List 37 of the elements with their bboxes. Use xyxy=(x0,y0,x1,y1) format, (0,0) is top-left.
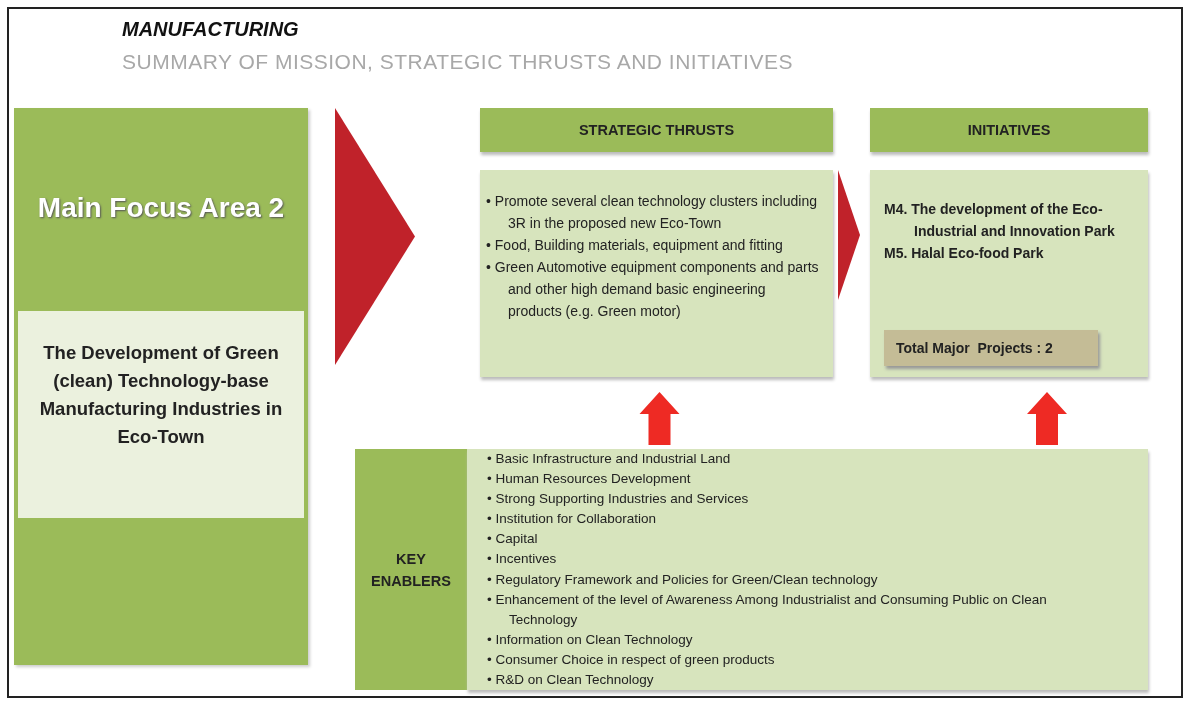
enablers-label-box xyxy=(355,449,467,690)
focus-area-panel xyxy=(14,108,308,665)
enabler-item: • Capital xyxy=(487,530,539,549)
page-subtitle: SUMMARY OF MISSION, STRATEGIC THRUSTS AND INITIATIVES xyxy=(122,50,793,74)
thrust-item: • Green Automotive equipment components and parts and other high demand basic engineering products (e.g. Green motor) xyxy=(486,258,820,321)
total-projects-text: Total Major Projects : 2 xyxy=(896,340,1053,356)
chevron-arrow xyxy=(838,170,860,300)
chevron-arrow xyxy=(335,108,415,365)
enablers-list-box xyxy=(467,449,1148,690)
enabler-item: • Basic Infrastructure and Industrial Land xyxy=(487,450,732,468)
enabler-item: • Strong Supporting Industries and Services xyxy=(487,490,750,509)
enabler-item: • Enhancement of the level of Awareness Among Industrialist and Consuming Public on Clean Technology xyxy=(487,590,1048,629)
total-projects-box xyxy=(884,330,1098,366)
enabler-item: • Incentives xyxy=(487,550,558,569)
focus-area-title: Main Focus Area 2 xyxy=(36,191,286,225)
header-text: STRATEGIC THRUSTS xyxy=(578,122,735,138)
page-title: MANUFACTURING xyxy=(122,18,299,41)
thrust-item: • Food, Building materials, equipment and fitting xyxy=(486,236,784,255)
mission-text: The Development of Green (clean) Technology-base Manufacturing Industries in Eco-Town xyxy=(38,341,284,449)
enabler-item: • R&D on Clean Technology xyxy=(487,671,655,690)
enabler-item: • Information on Clean Technology xyxy=(487,630,694,649)
thrust-item: • Promote several clean technology clusters including 3R in the proposed new Eco-Town xyxy=(486,192,818,233)
section-header xyxy=(480,108,833,152)
header-text: INITIATIVES xyxy=(967,122,1051,138)
initiative-item: M4. The development of the Eco-Industrial and Innovation Park xyxy=(884,200,1116,241)
mission-box xyxy=(18,311,304,518)
initiative-item: M5. Halal Eco-food Park xyxy=(884,244,1045,263)
enabler-item: • Human Resources Development xyxy=(487,470,692,489)
section-header xyxy=(870,108,1148,152)
block-arrow xyxy=(1027,392,1067,445)
initiatives-box xyxy=(870,170,1148,377)
block-arrow xyxy=(639,392,680,445)
thrusts-box xyxy=(480,170,833,377)
enablers-heading: KEY ENABLERS xyxy=(371,549,451,591)
enabler-item: • Regulatory Framework and Policies for Green/Clean technology xyxy=(487,570,879,589)
enabler-item: • Institution for Collaboration xyxy=(487,510,658,529)
enabler-item: • Consumer Choice in respect of green products xyxy=(487,650,776,669)
